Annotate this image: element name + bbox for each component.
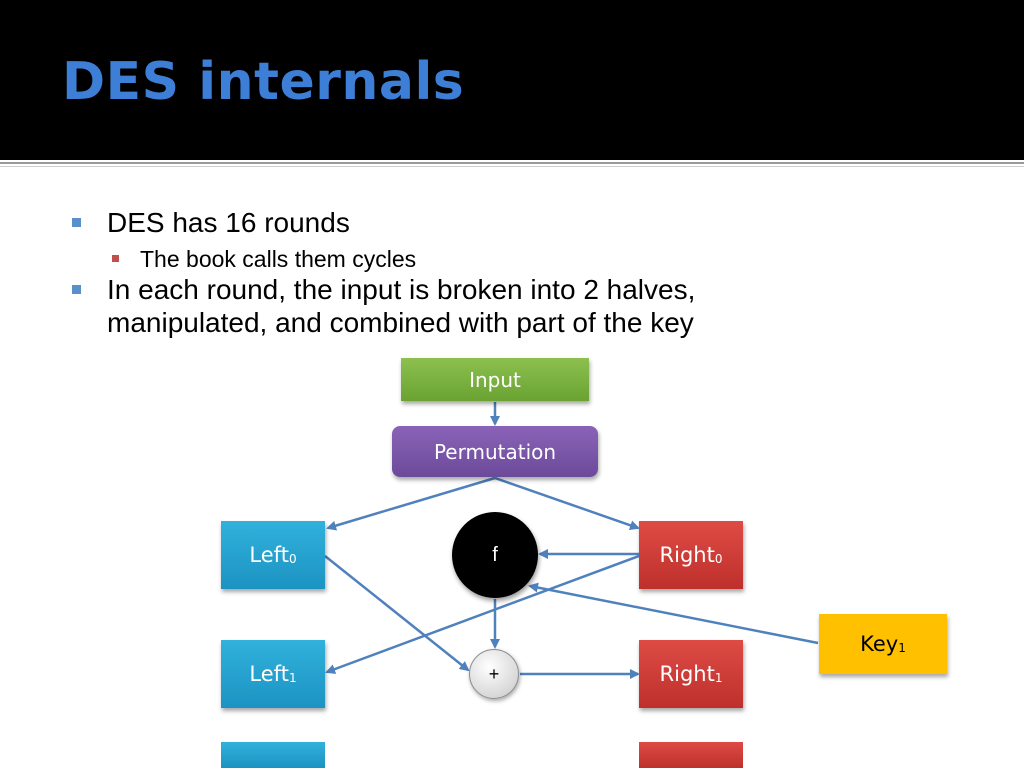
arrow-left0-to-plus [324,555,470,672]
arrow-permutation-to-right0 [494,476,640,531]
bullet-item: In each round, the input is broken into … [72,273,992,339]
bullet-text-line-1: In each round, the input is broken into … [107,274,696,305]
sub-bullet-text: The book calls them cycles [140,246,417,272]
bullet-text: DES has 16 rounds [107,207,350,238]
square-bullet-icon [112,255,119,262]
title-divider [0,162,1024,164]
title-divider-thin [0,166,1024,167]
square-bullet-icon [72,218,81,227]
right2-box-partial [639,742,743,768]
arrow-permutation-to-left0 [326,476,496,531]
arrow-right0-to-left1 [325,554,640,674]
arrow-key1-to-f [528,582,819,645]
bullet-item: DES has 16 rounds [72,206,992,239]
bullet-list: DES has 16 rounds The book calls them cy… [72,206,992,339]
title-bar: DES internals [0,0,1024,160]
square-bullet-icon [72,285,81,294]
xor-node: + [469,649,519,699]
bullet-text-line-2: manipulated, and combined with part of t… [107,307,694,338]
slide-title: DES internals [62,52,465,112]
input-box: Input [401,358,589,401]
left2-box-partial [221,742,325,768]
f-function-node: f [452,512,538,598]
permutation-box: Permutation [392,426,598,477]
sub-bullet-item: The book calls them cycles [72,245,992,273]
